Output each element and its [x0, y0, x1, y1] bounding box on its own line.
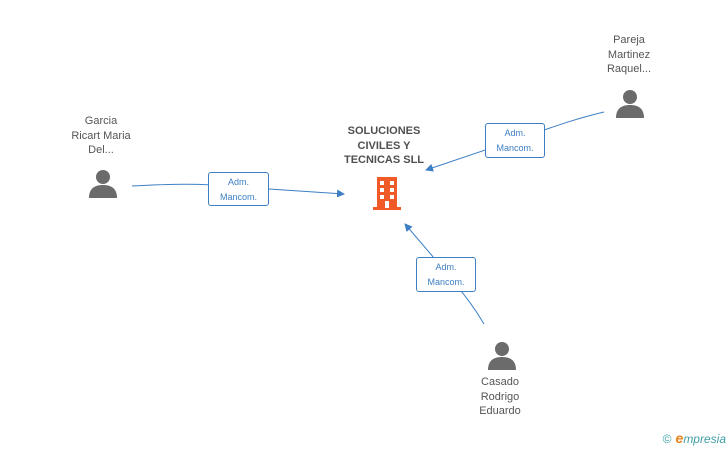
person-name-casado[interactable]: Casado Rodrigo Eduardo: [479, 376, 521, 417]
empresia-logo[interactable]: ©empresia: [663, 430, 726, 446]
relation-label-casado[interactable]: Adm. Mancom.: [416, 257, 476, 292]
person-name-garcia[interactable]: Garcia Ricart Maria Del...: [71, 115, 131, 156]
brand-initial: e: [675, 430, 684, 446]
person-icon[interactable]: [487, 340, 517, 370]
relation-label-pareja[interactable]: Adm. Mancom.: [485, 123, 545, 158]
person-icon[interactable]: [88, 168, 118, 198]
person-name-pareja[interactable]: Pareja Martinez Raquel...: [606, 34, 652, 75]
company-name[interactable]: SOLUCIONES CIVILES Y TECNICAS SLL: [343, 125, 425, 166]
building-icon[interactable]: [370, 176, 404, 210]
person-icon[interactable]: [615, 88, 645, 118]
relation-label-garcia[interactable]: Adm. Mancom.: [208, 172, 269, 206]
copyright-icon: ©: [662, 432, 672, 446]
brand-name: mpresia: [683, 432, 726, 446]
